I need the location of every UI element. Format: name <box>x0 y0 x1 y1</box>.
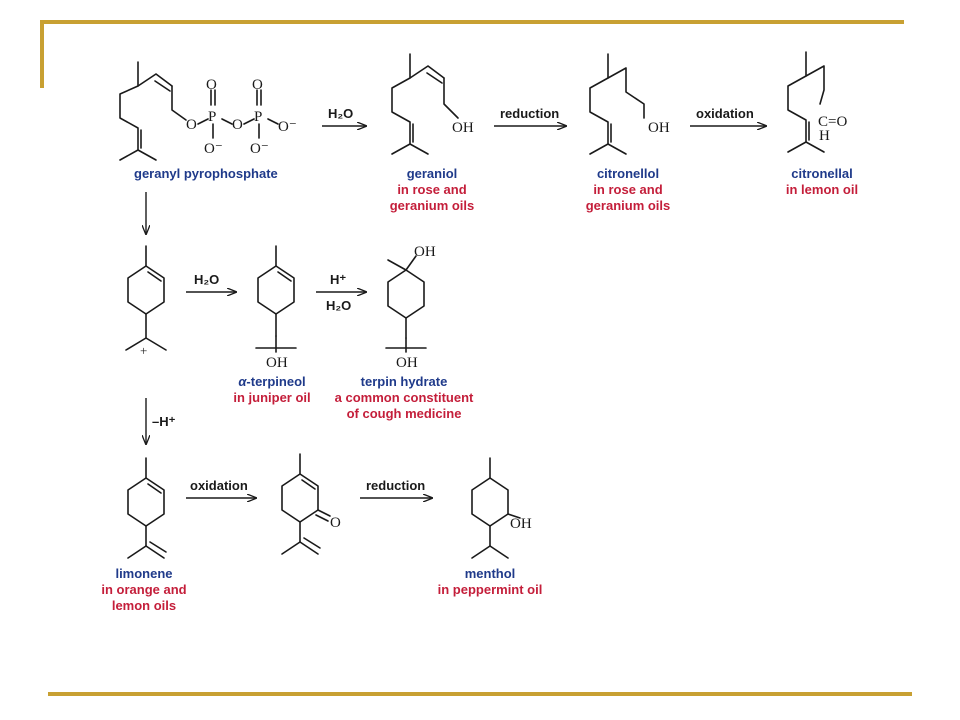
o-atom: O <box>232 117 243 133</box>
o-minus-atom: O⁻ <box>250 141 269 157</box>
o-atom: O <box>206 77 217 93</box>
compound-source-limonene: in orange and <box>101 582 186 597</box>
o-atom: O <box>252 77 263 93</box>
compound-source-citronellol: geranium oils <box>586 198 671 213</box>
p-atom: P <box>208 109 216 125</box>
compound-source-geraniol: in rose and <box>397 182 466 197</box>
reagent-label: H₂O <box>194 272 219 287</box>
compound-source-citronellal: in lemon oil <box>786 182 858 197</box>
compound-source-limonene: lemon oils <box>112 598 176 613</box>
compound-name-citronellal: citronellal <box>791 166 852 181</box>
compound-name-menthol: menthol <box>465 566 516 581</box>
carvone-structure: O <box>281 453 341 555</box>
oh-group: OH <box>452 120 474 136</box>
reagent-label: –H⁺ <box>152 414 176 429</box>
compound-name-geraniol: geraniol <box>407 166 458 181</box>
compound-source-terpin-hydrate: of cough medicine <box>347 406 462 421</box>
geranyl-pyrophosphate-structure: O P O O⁻ O P O O⁻ O⁻ <box>119 61 297 161</box>
reagent-label: reduction <box>366 478 425 493</box>
compound-source-terpin-hydrate: a common constituent <box>335 390 474 405</box>
left-accent-bar <box>40 20 44 88</box>
o-minus-atom: O⁻ <box>278 119 297 135</box>
compound-source-citronellol: in rose and <box>593 182 662 197</box>
reagent-label: H₂O <box>328 106 353 121</box>
compound-name-alpha-terpineol: α-terpineol <box>238 374 305 389</box>
oh-group: OH <box>648 120 670 136</box>
reagent-label: reduction <box>500 106 559 121</box>
oh-group: OH <box>396 355 418 371</box>
carbonyl-group: C=O <box>818 114 847 130</box>
compound-source-menthol: in peppermint oil <box>438 582 543 597</box>
reagent-label: oxidation <box>696 106 754 121</box>
top-accent-bar <box>40 20 904 24</box>
reagent-label: H⁺ <box>330 272 346 287</box>
h-atom: H <box>819 128 830 144</box>
compound-name-citronellol: citronellol <box>597 166 659 181</box>
reagent-label: oxidation <box>190 478 248 493</box>
compound-name-geranyl-pyrophosphate: geranyl pyrophosphate <box>134 166 278 181</box>
terpin-hydrate-structure: OH OH <box>385 244 436 371</box>
oh-group: OH <box>510 516 532 532</box>
p-atom: P <box>254 109 262 125</box>
reagent-label: H₂O <box>326 298 351 313</box>
compound-name-terpin-hydrate: terpin hydrate <box>361 374 448 389</box>
terpinyl-cation-structure: + <box>125 245 167 358</box>
compound-source-geraniol: geranium oils <box>390 198 475 213</box>
oh-group: OH <box>414 244 436 260</box>
o-minus-atom: O⁻ <box>204 141 223 157</box>
alpha-terpineol-structure: OH <box>255 245 297 371</box>
menthol-structure: OH <box>471 457 532 559</box>
o-atom: O <box>186 117 197 133</box>
compound-name-limonene: limonene <box>115 566 172 581</box>
bottom-accent-bar <box>48 692 912 696</box>
citronellol-structure: OH <box>589 53 670 155</box>
limonene-structure <box>127 457 167 559</box>
compound-source-alpha-terpineol: in juniper oil <box>233 390 310 405</box>
citronellal-structure: C=O H <box>787 51 847 153</box>
o-atom: O <box>330 515 341 531</box>
oh-group: OH <box>266 355 288 371</box>
geraniol-structure: OH <box>391 53 474 155</box>
plus-charge: + <box>140 343 147 358</box>
